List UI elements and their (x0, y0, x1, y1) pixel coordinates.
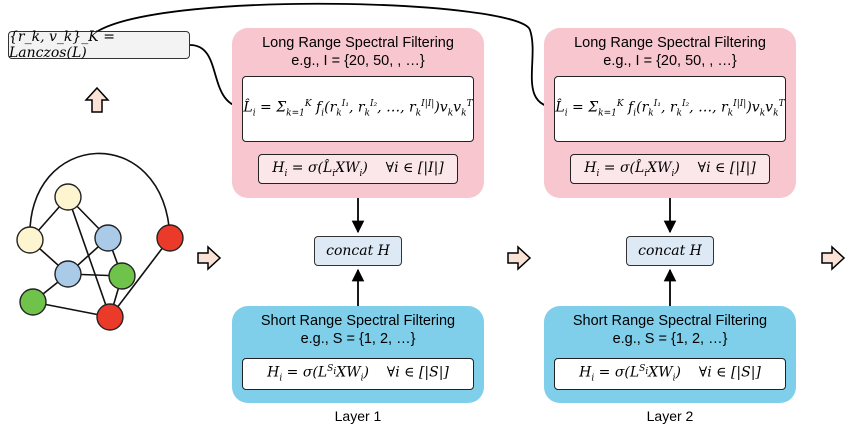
layer2-long-title: Long Range Spectral Filtering (574, 35, 766, 51)
layer2-short-range-panel: Short Range Spectral Filtering e.g., S =… (544, 306, 796, 403)
right-arrow-icon-3 (821, 245, 846, 271)
graph-node-yellow-left (16, 226, 44, 254)
layer2-concat-label: concat H (638, 243, 702, 259)
layer2-long-range-panel: Long Range Spectral Filtering e.g., I = … (544, 28, 796, 198)
right-arrow-icon-2 (507, 245, 532, 271)
layer2-short-title: Short Range Spectral Filtering (572, 313, 768, 329)
layer1-short-output-formula: Hi = σ(LSiXWi) ∀i ∈ [|S|] (267, 364, 449, 384)
layer1-laplacian-formula: L̂i = Σk=1K fi(rkI₁, rkI₂, …, rkI|I|)vkv… (243, 99, 473, 119)
layer1-long-output-box: Hi = σ(L̂iXWi) ∀i ∈ [|I|] (258, 154, 458, 184)
layer2-short-output-box: Hi = σ(LSiXWi) ∀i ∈ [|S|] (554, 358, 786, 390)
layer1-short-example: e.g., S = {1, 2, …} (300, 331, 416, 347)
layer1-concat-label: concat H (326, 243, 390, 259)
layer2-long-output-box: Hi = σ(L̂iXWi) ∀i ∈ [|I|] (570, 154, 770, 184)
layer2-concat-box: concat H (626, 236, 714, 266)
layer2-laplacian-formula-box: L̂i = Σk=1K fi(rkI₁, rkI₂, …, rkI|I|)vkv… (554, 76, 786, 142)
layer1-concat-box: concat H (314, 236, 402, 266)
graph-nodes (16, 183, 184, 331)
layer1-long-title: Long Range Spectral Filtering (262, 35, 454, 51)
lanczos-to-layer2-arrow (97, 2, 562, 115)
layer1-long-output-formula: Hi = σ(L̂iXWi) ∀i ∈ [|I|] (272, 159, 444, 179)
graph-node-blue-right (94, 224, 122, 252)
graph-node-yellow-top (54, 183, 82, 211)
layer2-long-example: e.g., I = {20, 50, , …} (603, 53, 737, 69)
graph-node-blue-center (54, 260, 82, 288)
layer2-long-output-formula: Hi = σ(L̂iXWi) ∀i ∈ [|I|] (584, 159, 756, 179)
up-arrow-icon (84, 86, 110, 113)
right-arrow-icon-1 (197, 245, 222, 271)
graph-node-green-right (108, 262, 136, 290)
layer1-long-example: e.g., I = {20, 50, , …} (291, 53, 425, 69)
layer2-laplacian-formula: L̂i = Σk=1K fi(rkI₁, rkI₂, …, rkI|I|)vkv… (555, 99, 785, 119)
layer1-short-title: Short Range Spectral Filtering (260, 313, 456, 329)
layer1-long-range-panel: Long Range Spectral Filtering e.g., I = … (232, 28, 484, 198)
layer1-label: Layer 1 (334, 408, 382, 424)
graph-node-red-bottom (96, 303, 124, 331)
layer2-short-output-formula: Hi = σ(LSiXWi) ∀i ∈ [|S|] (579, 364, 761, 384)
graph-node-green-left (19, 288, 47, 316)
layer1-laplacian-formula-box: L̂i = Σk=1K fi(rkI₁, rkI₂, …, rkI|I|)vkv… (242, 76, 474, 142)
layer1-short-output-box: Hi = σ(LSiXWi) ∀i ∈ [|S|] (242, 358, 474, 390)
layer1-short-range-panel: Short Range Spectral Filtering e.g., S =… (232, 306, 484, 403)
layer2-label: Layer 2 (646, 408, 694, 424)
lanczos-box: {r_k, v_k}_K = Lanczos(L) (8, 29, 190, 61)
graph-node-red-right (156, 224, 184, 252)
lanczos-label: {r_k, v_k}_K = Lanczos(L) (9, 29, 115, 61)
layer2-short-example: e.g., S = {1, 2, …} (612, 331, 728, 347)
